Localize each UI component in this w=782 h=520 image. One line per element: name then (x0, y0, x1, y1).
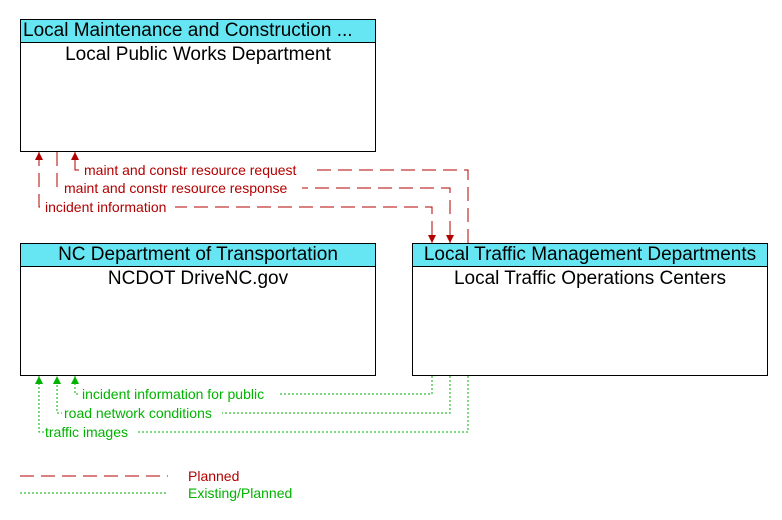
flow-label-incident-public: incident information for public (82, 386, 264, 402)
arrowhead-up (35, 152, 43, 160)
flow-label-road-conditions: road network conditions (64, 405, 212, 421)
flow-label-maint-request: maint and constr resource request (84, 162, 297, 178)
arrowhead-down (446, 235, 454, 243)
node-title: Local Public Works Department (65, 44, 331, 65)
flow-incident-info-line (38, 152, 433, 243)
flow-traffic-images-line (38, 376, 469, 433)
arrowhead-up (71, 376, 79, 384)
arrowhead-up (35, 376, 43, 384)
node-header: NC Department of Transportation (21, 244, 375, 267)
arrowhead-up (71, 152, 79, 160)
node-local-public-works: Local Maintenance and Construction ... L… (20, 19, 376, 152)
node-title: Local Traffic Operations Centers (453, 268, 727, 289)
node-title: NCDOT DriveNC.gov (107, 268, 289, 289)
node-ncdot-drivenc: NC Department of Transportation NCDOT Dr… (20, 243, 376, 376)
node-local-traffic-ops: Local Traffic Management Departments Loc… (412, 243, 768, 376)
flow-maint-request-line (74, 152, 469, 243)
arrowhead-down (428, 235, 436, 243)
node-header: Local Maintenance and Construction ... (21, 20, 375, 43)
flow-label-maint-response: maint and constr resource response (64, 180, 288, 196)
flow-road-conditions-line (56, 376, 451, 414)
flow-label-incident-info: incident information (45, 199, 166, 215)
legend-planned-label: Planned (188, 468, 240, 484)
flow-label-traffic-images: traffic images (45, 424, 128, 440)
arrowhead-up (53, 376, 61, 384)
legend-existing-label: Existing/Planned (188, 485, 293, 501)
node-header: Local Traffic Management Departments (413, 244, 767, 267)
